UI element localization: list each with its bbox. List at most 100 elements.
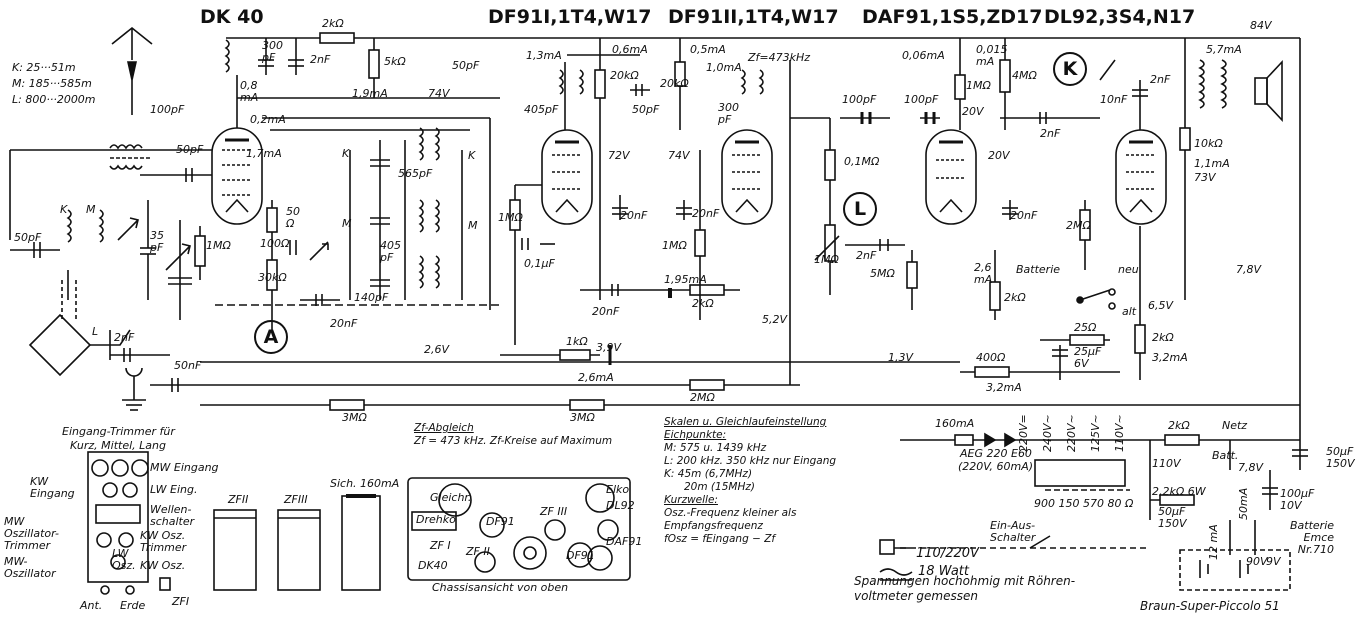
- component-label-v-52: 5,2V: [762, 313, 788, 326]
- component-label-i-17ma: 1,7mA: [246, 147, 282, 160]
- component-label-r-2m: 2MΩ: [690, 391, 715, 404]
- tap-4: 110V~: [1113, 414, 1126, 452]
- component-label-m-sw2: M: [468, 219, 478, 232]
- chassis-gleichr: Gleichr.: [430, 491, 472, 504]
- component-label-v-78a: 7,8V: [1236, 263, 1262, 276]
- component-label-c-2nf-d: 2nF: [1150, 73, 1171, 86]
- component-label-r-1k: 1kΩ: [566, 335, 588, 348]
- component-label-c-100pf-c: 100pF: [904, 93, 939, 106]
- component-label-c-405: 405 pF: [380, 239, 401, 264]
- component-label-r-30k: 30kΩ: [258, 271, 287, 284]
- label-mains: 110/220V: [916, 546, 979, 561]
- component-label-v-13: 1,3V: [888, 351, 914, 364]
- component-label-r-10k: 10kΩ: [1194, 137, 1223, 150]
- chassis-outline: [407, 477, 631, 581]
- component-label-v-39: 3,9V: [596, 341, 622, 354]
- component-label-r-20k-b: 20kΩ: [660, 77, 689, 90]
- component-label-v-74b: 74V: [668, 149, 690, 162]
- component-label-c-565: 565pF: [398, 167, 433, 180]
- chassis-daf91: DAF91: [606, 535, 643, 548]
- component-label-v-20b: 20V: [988, 149, 1010, 162]
- component-label-c-2nf-c: 2nF: [1040, 127, 1061, 140]
- label-aeg: AEG 220 E60: [960, 447, 1032, 460]
- label-aeg-spec: (220V, 60mA): [958, 460, 1034, 473]
- zf-title: Zf-Abgleich: [414, 422, 474, 434]
- component-label-i-195: 1,95mA: [664, 273, 707, 286]
- component-label-c-01uf: 0,1μF: [524, 257, 555, 270]
- component-label-r-1m-a: 1MΩ: [206, 239, 231, 252]
- chassis-drehko: Drehko: [416, 513, 456, 526]
- component-label-i-13ma: 1,3mA: [526, 49, 562, 62]
- label-r22k: 2,2kΩ 6W: [1152, 485, 1206, 498]
- tap-values: 900 150 570 80 Ω: [1034, 497, 1134, 510]
- component-label-r-1m-b: 1MΩ: [498, 211, 523, 224]
- osz-formula: fOsz = fEingang − Zf: [664, 533, 776, 545]
- trimmer-kw-osz: KW Osz.: [140, 559, 186, 572]
- component-label-v-65: 6,5V: [1148, 299, 1174, 312]
- skalen-note: Skalen u. Gleichlaufeinstellung Eichpunk…: [664, 416, 836, 546]
- component-label-bat: Batterie: [1016, 263, 1061, 276]
- component-label-m-sw: M: [342, 217, 352, 230]
- component-label-r-2k-b: 2kΩ: [692, 297, 714, 310]
- component-label-c-140: 140pF: [354, 291, 389, 304]
- marker-a: A: [254, 320, 288, 354]
- fuse-box: [341, 495, 381, 591]
- eich-m: M: 575 u. 1439 kHz: [664, 442, 767, 454]
- chassis-zf1: ZF I: [430, 539, 451, 552]
- component-label-i-26b: 2,6 mA: [974, 261, 993, 286]
- component-label-c-100pf-in: 100pF: [150, 103, 185, 116]
- component-label-r-100: 100Ω: [260, 237, 290, 250]
- eich-l: L: 200 kHz. 350 kHz nur Eingang: [664, 455, 837, 467]
- component-label-zf: Zf=473kHz: [748, 51, 811, 64]
- component-label-c-20nf-e: 20nF: [1010, 209, 1038, 222]
- component-label-i-11: 1,1mA: [1194, 157, 1230, 170]
- trimmer-title-1: Eingang-Trimmer für: [62, 425, 175, 438]
- component-label-i-08ma: 0,8 mA: [240, 79, 259, 104]
- component-label-r-25: 25Ω: [1074, 321, 1097, 334]
- component-label-c-2nf-b: 2nF: [856, 249, 877, 262]
- component-label-k-sw: K: [342, 147, 350, 160]
- component-label-k-sw2: K: [468, 149, 476, 162]
- component-label-i-05ma: 0,5mA: [690, 43, 726, 56]
- label-50ma: 50mA: [1237, 487, 1250, 520]
- component-label-r-3m-b: 3MΩ: [570, 411, 595, 424]
- osz-1: Osz.-Frequenz kleiner als: [664, 507, 797, 519]
- marker-k: K: [1053, 52, 1087, 86]
- component-label-m-sw3: M: [86, 203, 96, 216]
- component-label-c-300pf: 300 pF: [262, 39, 283, 64]
- component-label-l-sw: L: [92, 325, 99, 338]
- osz-2: Empfangsfrequenz: [664, 520, 763, 532]
- component-label-c-50pf-l: 50pF: [14, 231, 42, 244]
- tube-dl92-envelope: [1115, 129, 1167, 225]
- component-label-k-sw3: K: [60, 203, 68, 216]
- component-label-r-4m: 4MΩ: [1012, 69, 1037, 82]
- trimmer-ant: Ant.: [80, 599, 103, 612]
- kurz-title: Kurzwelle:: [664, 494, 718, 506]
- label-model: Braun-Super-Piccolo 51: [1140, 599, 1280, 613]
- component-label-r-1m-d: 1MΩ: [814, 253, 839, 266]
- component-label-r-2m-b: 2MΩ: [1066, 219, 1091, 232]
- trimmer-title-2: Kurz, Mittel, Lang: [70, 439, 166, 452]
- tube-title-df91-1: DF91I,1T4,W17: [488, 6, 652, 28]
- chassis-zf2: ZF II: [466, 545, 490, 558]
- component-label-i-32b: 3,2mA: [1152, 351, 1188, 364]
- tube-daf91-envelope: [925, 129, 977, 225]
- component-label-alt: alt: [1122, 305, 1137, 318]
- component-label-i-006: 0,06mA: [902, 49, 945, 62]
- component-label-c-50pf-c: 50pF: [632, 103, 660, 116]
- chassis-dk40: DK40: [418, 559, 448, 572]
- component-label-v-84: 84V: [1250, 19, 1272, 32]
- label-c50uf-right: 50μF 150V: [1326, 445, 1355, 470]
- component-label-i-26ma: 2,6mA: [578, 371, 614, 384]
- trimmer-mw-eingang: MW Eingang: [150, 461, 219, 474]
- chassis-elko: Elko: [606, 483, 630, 496]
- component-label-r-1m-e: 1MΩ: [966, 79, 991, 92]
- tube-title-dl92: DL92,3S4,N17: [1044, 6, 1196, 28]
- label-12ma: 12 mA: [1207, 524, 1220, 560]
- component-label-v-20a: 20V: [962, 105, 984, 118]
- component-label-r-3m-a: 3MΩ: [342, 411, 367, 424]
- label-9v: 9V: [1266, 555, 1281, 568]
- tube-title-dk40: DK 40: [200, 6, 264, 28]
- component-label-i-10ma: 1,0mA: [706, 61, 742, 74]
- tap-2: 220V~: [1065, 414, 1078, 452]
